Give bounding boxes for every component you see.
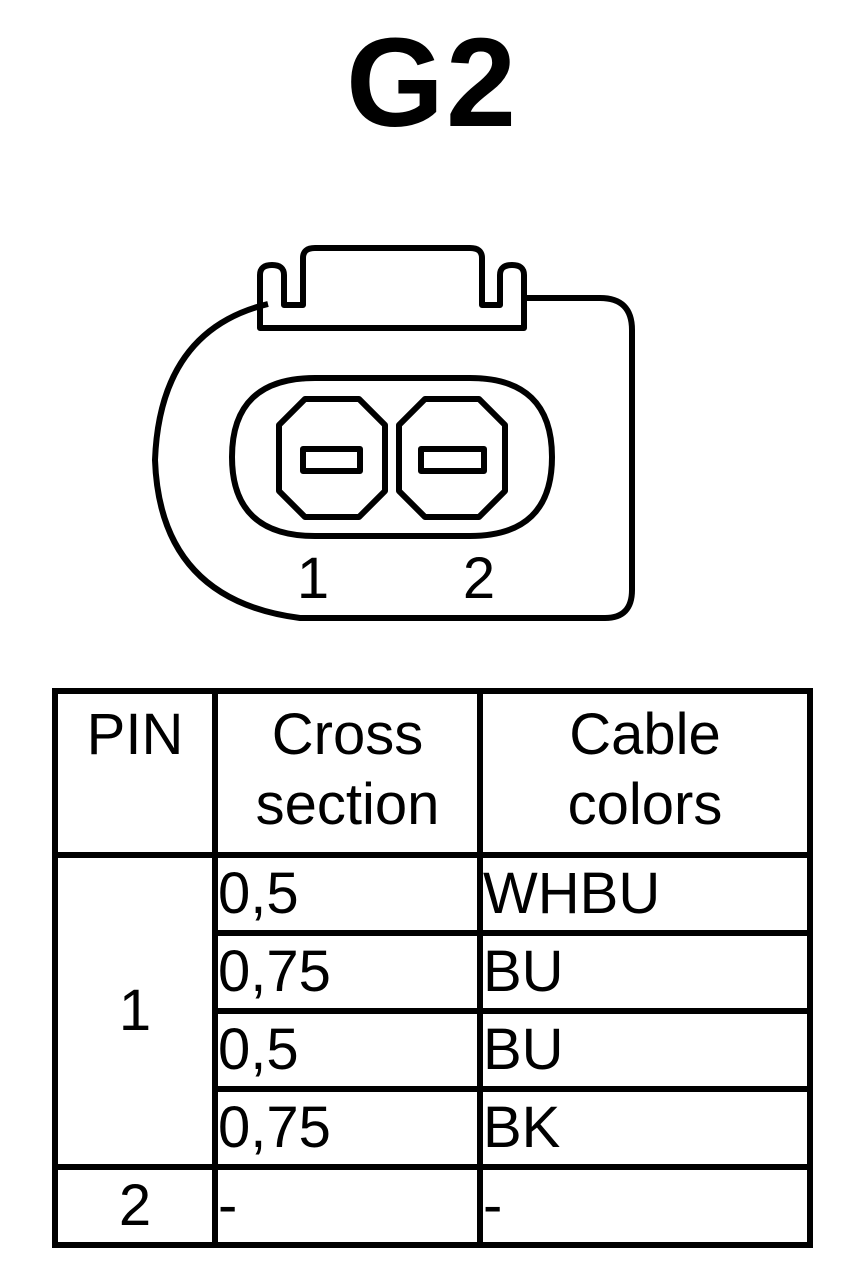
cross-section-cell: 0,75 [212, 1086, 483, 1170]
pin-2-cavity [396, 396, 508, 520]
cable-color-cell: WHBU [477, 852, 813, 936]
connector-housing [152, 295, 635, 621]
pin-2-label: 2 [463, 546, 495, 611]
pin-number-cell: 1 [52, 852, 218, 1170]
cable-color-cell: BK [477, 1086, 813, 1170]
connector-latch [257, 245, 527, 331]
cross-section-cell: 0,75 [212, 930, 483, 1014]
connector-socket-oval [229, 375, 555, 539]
pin-1-cavity [276, 396, 388, 520]
cross-section-cell: - [212, 1164, 483, 1248]
page-title: G2 [345, 12, 519, 153]
cable-color-cell: - [477, 1164, 813, 1248]
two-pin-connector-icon: 1 2 [152, 245, 635, 621]
cable-color-cell: BU [477, 1008, 813, 1092]
pin-1-label: 1 [297, 546, 329, 611]
table-row: 0,5 BU [55, 1008, 813, 1092]
pin-number-cell: 2 [52, 1164, 218, 1248]
header-pin: PIN [52, 688, 218, 858]
table-row: 2 - - [52, 1164, 813, 1248]
table-row: 1 0,5 WHBU [52, 852, 813, 1170]
table-row: 0,75 BU [55, 930, 813, 1014]
table-row: 0,75 BK [55, 1086, 813, 1170]
pin-1-contact [300, 446, 363, 474]
pin-2-contact [418, 446, 487, 474]
cross-section-cell: 0,5 [212, 852, 483, 936]
cable-color-cell: BU [477, 930, 813, 1014]
cross-section-cell: 0,5 [212, 1008, 483, 1092]
